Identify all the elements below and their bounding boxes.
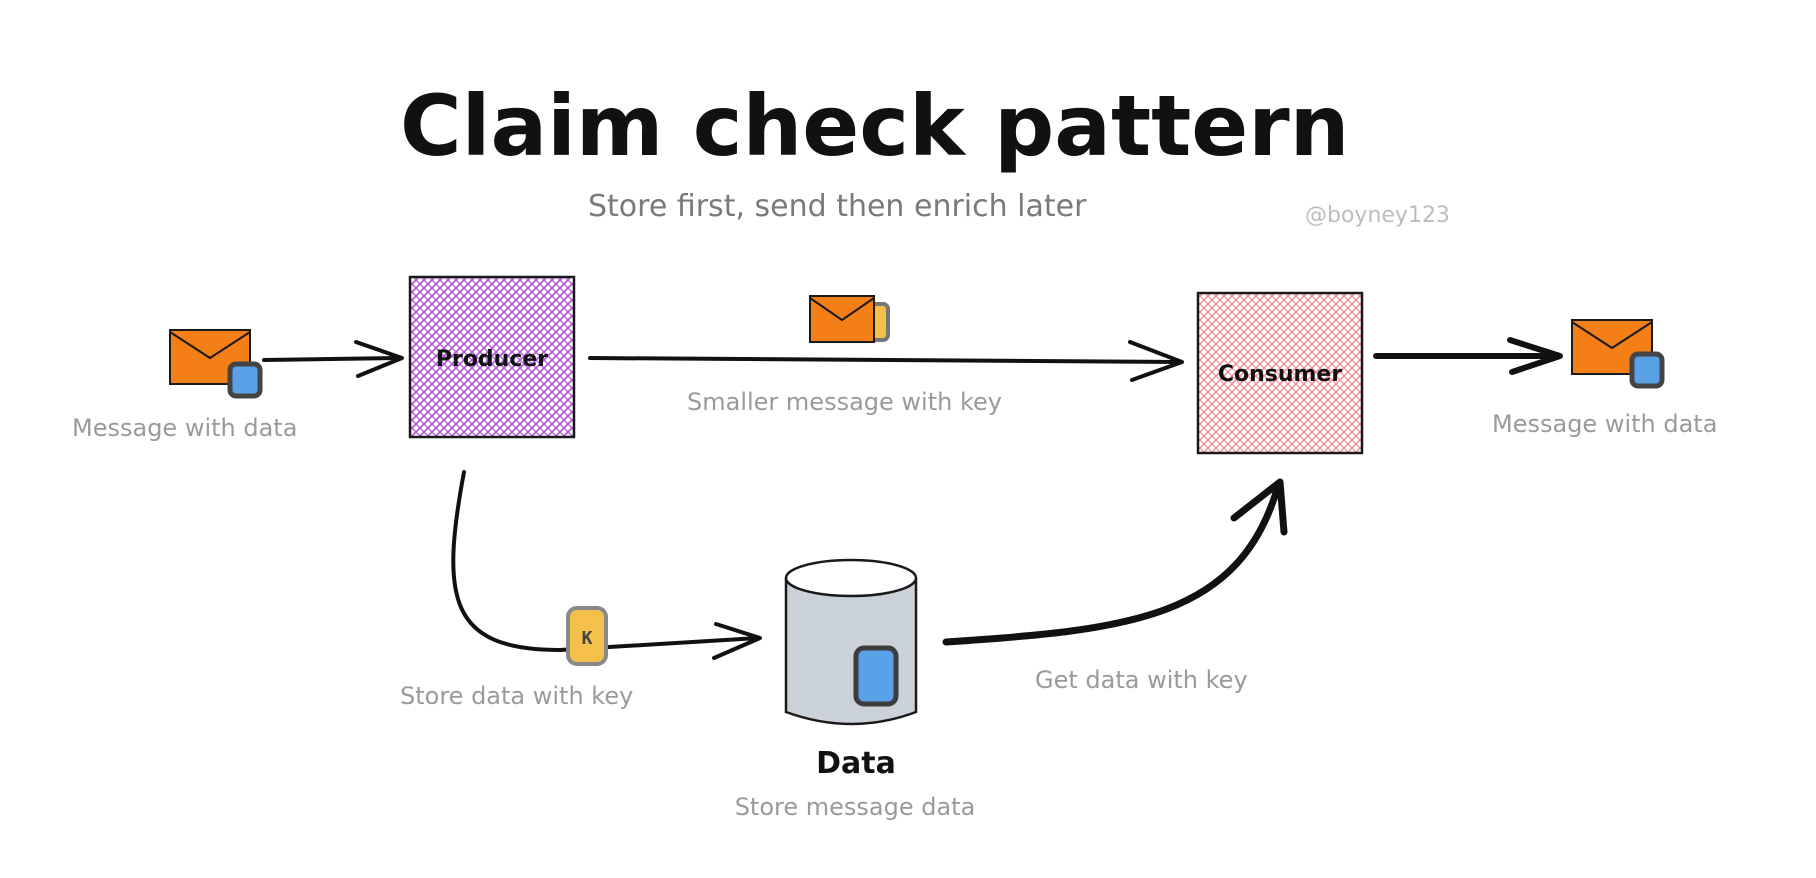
arrow-producer-to-database — [451, 470, 762, 660]
input-envelope-icon — [169, 329, 263, 399]
edge-label-producer-to-consumer: Smaller message with key — [687, 388, 1002, 416]
arrow-consumer-to-output — [1373, 337, 1563, 375]
stored-data-icon — [853, 645, 899, 707]
input-message-caption: Message with data — [72, 414, 297, 442]
producer-label: Producer — [436, 347, 548, 372]
consumer-node: Consumer — [1196, 291, 1364, 455]
page-subtitle: Store first, send then enrich later — [588, 189, 1087, 224]
key-badge-icon: K — [566, 606, 608, 666]
output-message-caption: Message with data — [1492, 410, 1717, 438]
database-label: Data — [816, 746, 896, 781]
edge-label-producer-to-store: Store data with key — [400, 682, 633, 710]
arrow-producer-to-consumer — [588, 340, 1184, 382]
database-caption: Store message data — [735, 793, 976, 821]
page-title: Claim check pattern — [400, 77, 1349, 175]
consumer-label: Consumer — [1218, 362, 1343, 387]
producer-node: Producer — [408, 275, 576, 439]
small-message-icon — [809, 295, 890, 343]
key-letter: K — [582, 628, 593, 649]
arrow-input-to-producer — [262, 340, 404, 378]
database-node: Data Store message data — [735, 558, 976, 821]
arrow-database-to-consumer — [942, 478, 1288, 646]
author-handle: @boyney123 — [1305, 203, 1450, 228]
edge-label-store-to-consumer: Get data with key — [1035, 666, 1248, 694]
output-envelope-icon — [1571, 319, 1665, 389]
